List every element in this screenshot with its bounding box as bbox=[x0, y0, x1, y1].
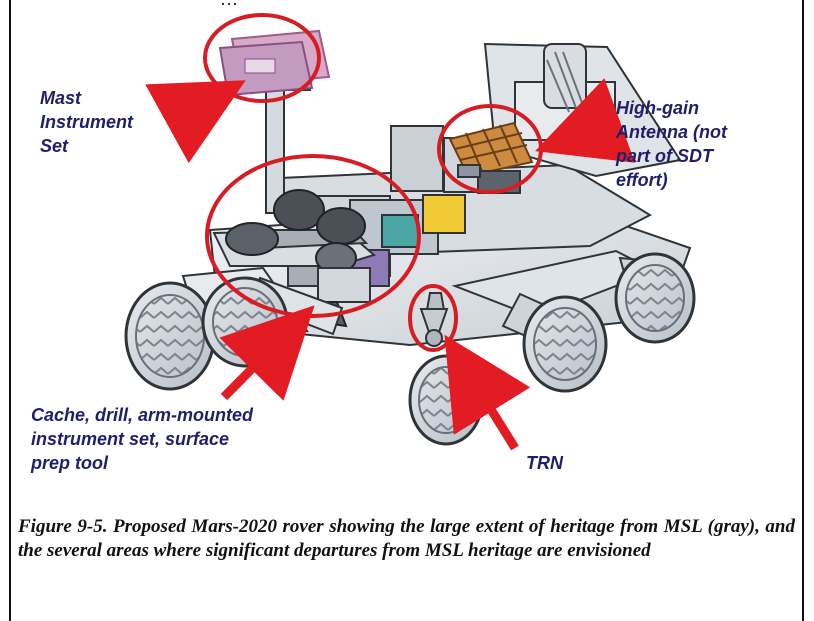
cache-drill-label: Cache, drill, arm-mounted instrument set… bbox=[31, 405, 254, 473]
robotic-arm bbox=[212, 189, 377, 328]
frame-right-border bbox=[802, 0, 804, 621]
high-gain-antenna-label: High-gain Antenna (not part of SDT effor… bbox=[616, 98, 727, 190]
top-text-fragment: … bbox=[220, 0, 802, 8]
trn-label: TRN bbox=[526, 453, 563, 473]
frame-left-border bbox=[9, 0, 11, 621]
mast-instrument-set-label: Mast Instrument Set bbox=[40, 88, 134, 156]
rover-diagram bbox=[124, 13, 696, 451]
trn-sensor bbox=[419, 292, 449, 347]
figure-caption: Figure 9-5. Proposed Mars-2020 rover sho… bbox=[18, 516, 795, 561]
callout-arrows bbox=[145, 78, 636, 451]
